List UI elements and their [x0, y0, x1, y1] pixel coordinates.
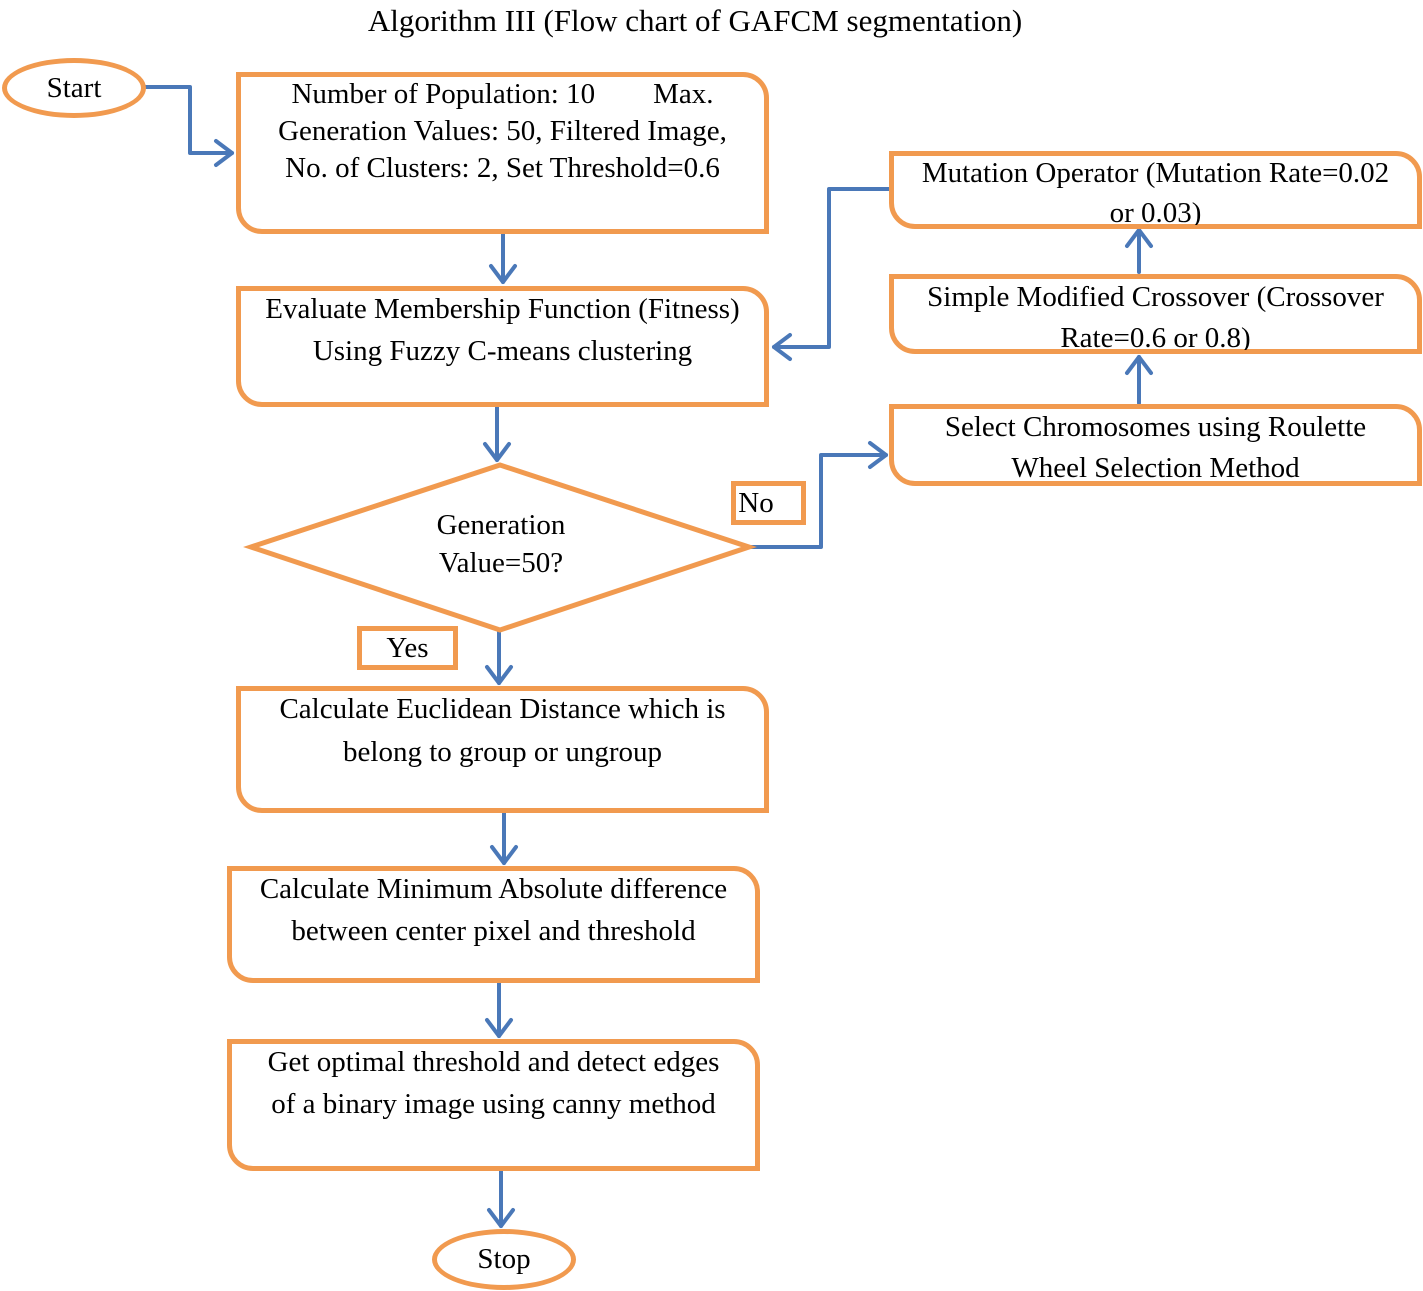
start-label: Start: [46, 72, 102, 104]
decision-diamond: [243, 462, 757, 633]
mutation-line-1: Mutation Operator (Mutation Rate=0.02: [921, 157, 1390, 189]
evaluate-line-1: Evaluate Membership Function (Fitness): [265, 293, 740, 325]
arrowhead-decision-to-selection: [868, 441, 888, 469]
decision-line-1: Generation: [436, 509, 566, 541]
decision-line-2: Value=50?: [438, 547, 564, 579]
minabs-line-1: Calculate Minimum Absolute difference: [259, 873, 728, 905]
arrowhead-crossover-to-mutation: [1125, 228, 1153, 248]
selection-box: [889, 404, 1422, 486]
crossover-line-1: Simple Modified Crossover (Crossover: [927, 281, 1384, 313]
mutation-line-2: or 0.03): [1109, 197, 1202, 225]
arrowhead-init-to-evaluate: [489, 264, 517, 284]
arrow-decision-to-selection: [746, 453, 888, 549]
arrowhead-start-to-init: [214, 139, 234, 167]
page-title: Algorithm III (Flow chart of GAFCM segme…: [367, 3, 1023, 38]
minabs-box: [227, 866, 760, 983]
crossover-box: [889, 274, 1422, 354]
optimal-box: [227, 1039, 760, 1171]
start-terminal: [2, 58, 146, 118]
euclid-line-1: Calculate Euclidean Distance which is: [279, 693, 726, 725]
arrowhead-minabs-to-optimal: [485, 1018, 513, 1038]
minabs-line-2: between center pixel and threshold: [291, 915, 696, 947]
no-label-box: [731, 481, 806, 525]
init-box: [236, 72, 769, 234]
stop-label: Stop: [477, 1243, 531, 1275]
evaluate-box: [236, 286, 769, 407]
arrow-start-to-init: [143, 85, 234, 155]
yes-label-box: [357, 626, 458, 670]
arrowhead-euclid-to-minabs: [490, 845, 518, 865]
arrowhead-mutation-to-evaluate: [772, 333, 792, 361]
yes-label: Yes: [386, 632, 429, 664]
arrow-mutation-to-evaluate: [772, 187, 892, 349]
euclid-box: [236, 686, 769, 813]
init-line-1: Number of Population: 10 Max.: [291, 78, 714, 110]
init-line-3: No. of Clusters: 2, Set Threshold=0.6: [285, 152, 720, 184]
optimal-line-2: of a binary image using canny method: [271, 1088, 716, 1120]
crossover-line-2: Rate=0.6 or 0.8): [1060, 322, 1251, 350]
optimal-line-1: Get optimal threshold and detect edges: [267, 1046, 720, 1078]
arrowhead-evaluate-to-decision: [483, 442, 511, 462]
euclid-line-2: belong to group or ungroup: [343, 736, 662, 768]
arrowhead-decision-to-euclid: [485, 665, 513, 685]
stop-terminal: [432, 1229, 576, 1290]
arrowhead-optimal-to-stop: [487, 1208, 515, 1228]
no-label: No: [738, 487, 774, 519]
selection-line-1: Select Chromosomes using Roulette: [944, 411, 1367, 443]
arrowhead-selection-to-crossover: [1125, 355, 1153, 375]
mutation-box: [889, 151, 1422, 229]
selection-line-2: Wheel Selection Method: [1011, 452, 1300, 482]
evaluate-line-2: Using Fuzzy C-means clustering: [312, 335, 693, 367]
init-line-2: Generation Values: 50, Filtered Image,: [278, 115, 727, 147]
